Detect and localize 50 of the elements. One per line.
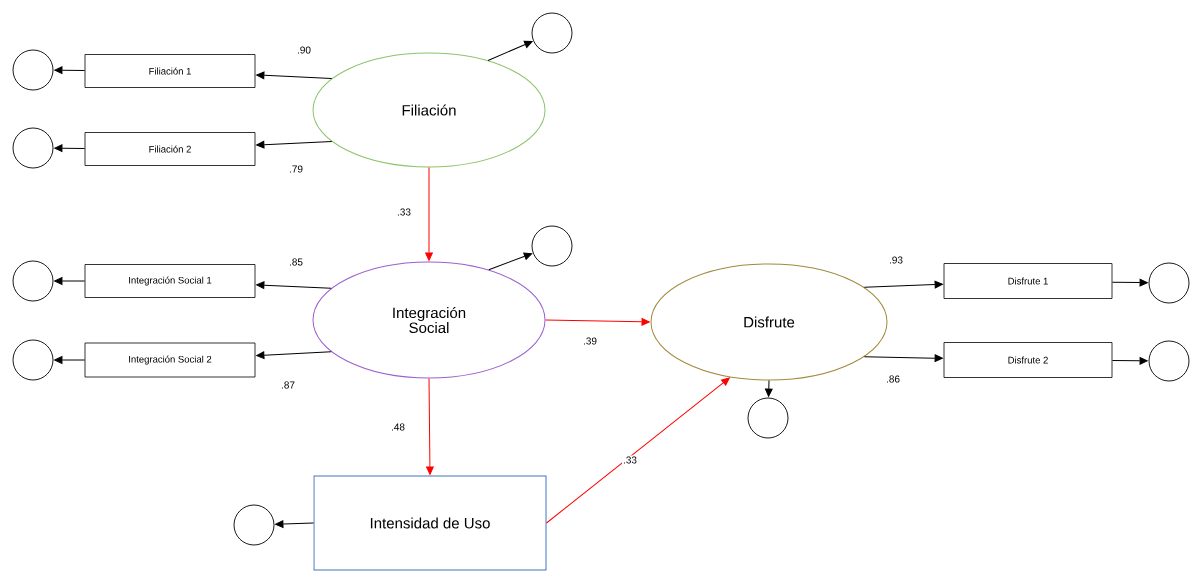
indicator-box: Filiación 2	[84, 132, 256, 166]
error-circle	[12, 260, 54, 302]
arrow	[863, 280, 943, 289]
arrow	[54, 277, 86, 285]
path-coefficient: .87	[280, 380, 296, 390]
path-coefficient: .39	[582, 336, 598, 346]
arrow	[256, 351, 332, 360]
path-coefficient: .86	[885, 374, 901, 384]
arrow	[863, 354, 943, 362]
path-coefficient: .85	[288, 257, 304, 267]
error-circle	[531, 225, 573, 267]
arrow	[256, 281, 332, 290]
error-circle	[12, 49, 54, 91]
arrow	[1111, 356, 1148, 365]
ellipse-node: Integración Social	[312, 261, 546, 379]
arrow	[275, 520, 314, 528]
arrow	[545, 318, 650, 326]
path-coefficient: .48	[390, 422, 406, 432]
path-coefficient: .33	[622, 455, 638, 465]
arrow	[487, 40, 533, 61]
arrow	[546, 377, 730, 524]
error-circle	[531, 12, 573, 54]
indicator-box: Disfrute 2	[943, 342, 1113, 378]
ellipse-node: Filiación	[312, 52, 546, 168]
arrow	[426, 378, 434, 475]
error-circle	[1148, 340, 1190, 382]
arrow	[488, 252, 533, 271]
error-circle	[12, 339, 54, 381]
indicator-box: Integración Social 1	[84, 264, 256, 298]
arrow	[54, 144, 86, 153]
path-coefficient: .79	[288, 164, 304, 174]
indicator-box: Disfrute 1	[943, 263, 1113, 299]
arrow	[256, 140, 333, 149]
arrow	[1111, 278, 1148, 287]
ellipse-node: Disfrute	[650, 263, 888, 381]
indicator-box: Filiación 1	[84, 54, 256, 88]
variable-box: Intensidad de Uso	[313, 475, 547, 571]
arrow	[54, 356, 86, 364]
arrow	[54, 66, 86, 75]
arrow	[256, 71, 333, 80]
path-coefficient: .90	[296, 45, 312, 55]
path-coefficient: .33	[396, 207, 412, 217]
error-circle	[233, 504, 275, 546]
error-circle	[1148, 262, 1190, 304]
indicator-box: Integración Social 2	[84, 342, 256, 378]
path-coefficient: .93	[888, 255, 904, 265]
error-circle	[747, 397, 789, 439]
error-circle	[12, 127, 54, 169]
arrow	[764, 380, 773, 397]
arrow	[425, 167, 433, 261]
